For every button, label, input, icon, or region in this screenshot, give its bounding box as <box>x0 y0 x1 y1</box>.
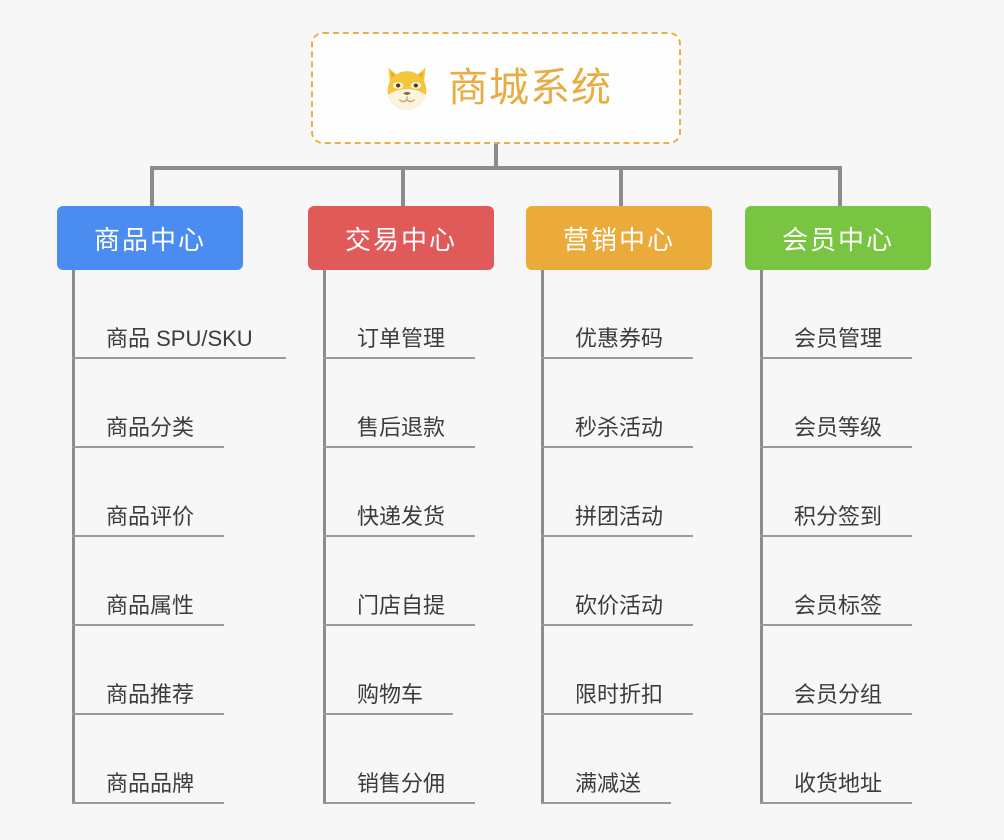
shiba-dog-icon <box>387 67 427 110</box>
leaf-item-underline <box>72 535 224 537</box>
leaf-item-underline <box>760 624 912 626</box>
leaf-item[interactable]: 门店自提 <box>323 537 569 626</box>
leaf-item-underline <box>541 357 693 359</box>
leaf-item-underline <box>541 713 693 715</box>
leaf-item-label: 会员等级 <box>794 415 883 440</box>
leaf-item-label: 会员标签 <box>794 593 883 618</box>
leaf-item-underline <box>323 357 475 359</box>
leaf-item-label: 砍价活动 <box>575 593 664 618</box>
leaf-item[interactable]: 订单管理 <box>323 270 569 359</box>
leaf-item-underline <box>323 802 475 804</box>
leaf-item-underline <box>760 357 912 359</box>
leaf-item[interactable]: 购物车 <box>323 626 569 715</box>
root-node-mall-system[interactable]: 商城系统 <box>311 32 681 144</box>
leaf-item-label: 销售分佣 <box>357 771 446 796</box>
leaf-item-underline <box>72 357 286 359</box>
leaf-item-underline <box>323 446 475 448</box>
leaf-item-underline <box>72 446 224 448</box>
connector-drop-2 <box>401 166 405 206</box>
leaf-item-label: 限时折扣 <box>575 682 664 707</box>
leaf-item-label: 收货地址 <box>794 771 883 796</box>
leaf-item-underline <box>72 713 224 715</box>
column-head-member-center[interactable]: 会员中心 <box>745 206 931 270</box>
column-body-product-center: 商品 SPU/SKU 商品分类商品评价商品属性商品推荐商品品牌 <box>72 270 318 804</box>
column-body-trade-center: 订单管理售后退款快递发货门店自提购物车销售分佣 <box>323 270 569 804</box>
leaf-item[interactable]: 快递发货 <box>323 448 569 537</box>
leaf-item-label: 会员分组 <box>794 682 883 707</box>
leaf-item-underline <box>323 624 475 626</box>
column-head-product-center[interactable]: 商品中心 <box>57 206 243 270</box>
leaf-item[interactable]: 限时折扣 <box>541 626 787 715</box>
leaf-item[interactable]: 商品推荐 <box>72 626 318 715</box>
leaf-item[interactable]: 收货地址 <box>760 715 1004 804</box>
leaf-item-underline <box>541 535 693 537</box>
leaf-item-underline <box>72 802 224 804</box>
leaf-item[interactable]: 会员标签 <box>760 537 1004 626</box>
leaf-item[interactable]: 砍价活动 <box>541 537 787 626</box>
leaf-item-underline <box>760 446 912 448</box>
leaf-item-label: 积分签到 <box>794 504 883 529</box>
leaf-item-label: 优惠券码 <box>575 326 664 351</box>
leaf-item[interactable]: 销售分佣 <box>323 715 569 804</box>
leaf-item-label: 会员管理 <box>794 326 883 351</box>
leaf-item-underline <box>541 446 693 448</box>
leaf-item-label: 订单管理 <box>357 326 446 351</box>
leaf-item-label: 商品 SPU/SKU <box>106 326 253 351</box>
leaf-item[interactable]: 秒杀活动 <box>541 359 787 448</box>
column-head-label: 会员中心 <box>781 224 894 255</box>
leaf-item[interactable]: 拼团活动 <box>541 448 787 537</box>
leaf-item-label: 门店自提 <box>357 593 446 618</box>
leaf-item[interactable]: 商品分类 <box>72 359 318 448</box>
column-head-label: 商品中心 <box>93 224 206 255</box>
connector-drop-4 <box>838 166 842 206</box>
leaf-item-underline <box>323 535 475 537</box>
connector-drop-3 <box>619 166 623 206</box>
leaf-item[interactable]: 商品评价 <box>72 448 318 537</box>
leaf-item[interactable]: 满减送 <box>541 715 787 804</box>
leaf-item-label: 售后退款 <box>357 415 446 440</box>
connector-drop-1 <box>150 166 154 206</box>
column-body-marketing-center: 优惠券码秒杀活动拼团活动砍价活动限时折扣满减送 <box>541 270 787 804</box>
column-body-member-center: 会员管理会员等级积分签到会员标签会员分组收货地址 <box>760 270 1004 804</box>
leaf-item-label: 秒杀活动 <box>575 415 664 440</box>
leaf-item-label: 商品推荐 <box>106 682 195 707</box>
column-spine <box>72 270 75 804</box>
column-head-marketing-center[interactable]: 营销中心 <box>526 206 712 270</box>
column-spine <box>541 270 544 804</box>
leaf-item-underline <box>541 624 693 626</box>
leaf-item-label: 购物车 <box>357 682 424 707</box>
leaf-item-label: 商品属性 <box>106 593 195 618</box>
column-spine <box>323 270 326 804</box>
leaf-item[interactable]: 商品属性 <box>72 537 318 626</box>
root-node-title: 商城系统 <box>448 66 612 110</box>
leaf-item-underline <box>541 802 671 804</box>
column-spine <box>760 270 763 804</box>
column-head-label: 营销中心 <box>562 224 675 255</box>
leaf-item-underline <box>72 624 224 626</box>
leaf-item-label: 拼团活动 <box>575 504 664 529</box>
leaf-item-label: 商品分类 <box>106 415 195 440</box>
column-head-trade-center[interactable]: 交易中心 <box>308 206 494 270</box>
leaf-item-underline <box>760 535 912 537</box>
leaf-item-label: 满减送 <box>575 771 642 796</box>
leaf-item-label: 商品品牌 <box>106 771 195 796</box>
leaf-item-label: 快递发货 <box>357 504 446 529</box>
leaf-item[interactable]: 商品 SPU/SKU <box>72 270 318 359</box>
connector-horizontal-bus <box>152 166 840 170</box>
leaf-item[interactable]: 积分签到 <box>760 448 1004 537</box>
column-head-label: 交易中心 <box>344 224 457 255</box>
leaf-item[interactable]: 商品品牌 <box>72 715 318 804</box>
leaf-item[interactable]: 会员等级 <box>760 359 1004 448</box>
connector-root-stem <box>494 144 498 168</box>
leaf-item[interactable]: 会员分组 <box>760 626 1004 715</box>
leaf-item-label: 商品评价 <box>106 504 195 529</box>
leaf-item-underline <box>760 802 912 804</box>
leaf-item[interactable]: 会员管理 <box>760 270 1004 359</box>
leaf-item[interactable]: 优惠券码 <box>541 270 787 359</box>
leaf-item[interactable]: 售后退款 <box>323 359 569 448</box>
leaf-item-underline <box>760 713 912 715</box>
leaf-item-underline <box>323 713 453 715</box>
